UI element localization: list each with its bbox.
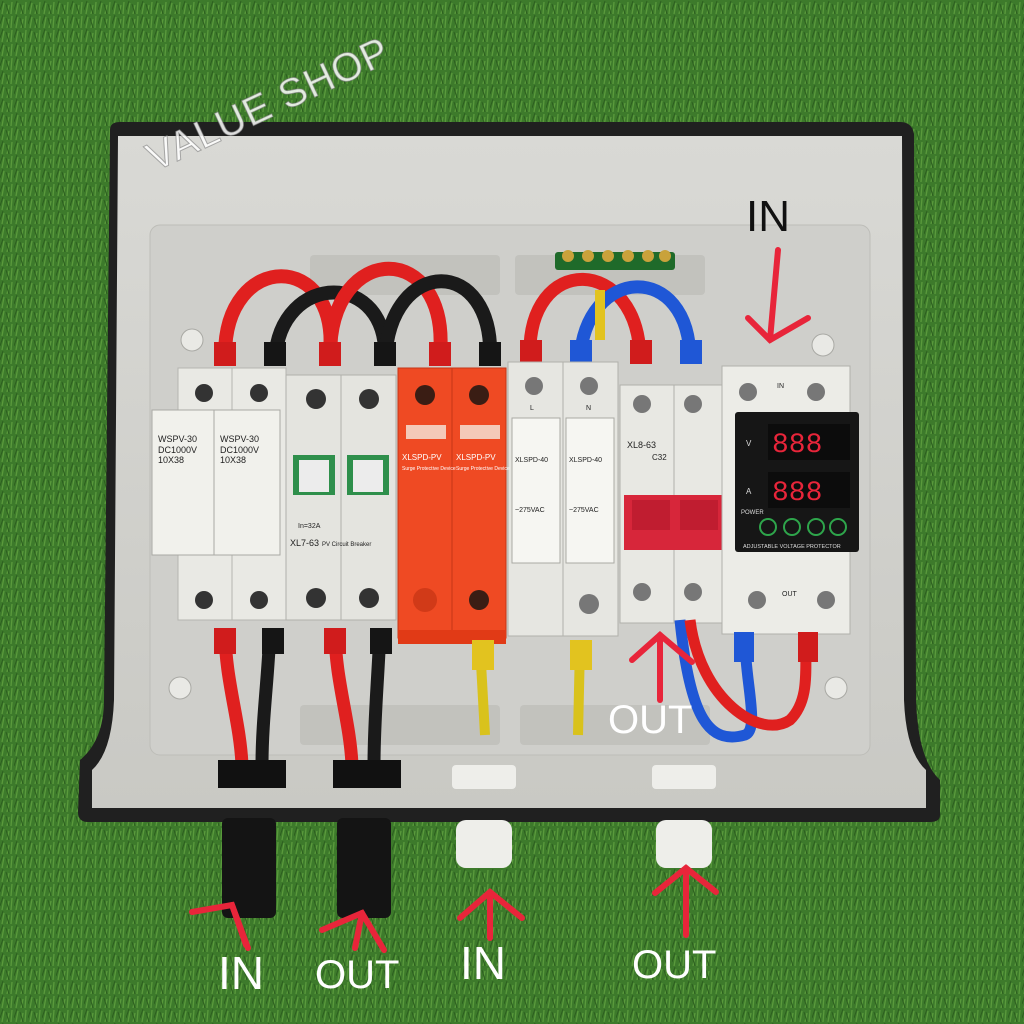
protector-power-label: POWER <box>741 510 764 516</box>
ac-spd-model-1: XLSPD-40 <box>515 457 548 464</box>
fuse-size-2: 10X38 <box>220 455 246 465</box>
arrow-in-bottom-mid <box>457 888 525 941</box>
protector-digits-top: 888 <box>772 430 822 461</box>
bottom-rail-2 <box>520 705 710 745</box>
fuse-size-1: 10X38 <box>158 455 184 465</box>
protector-title: ADJUSTABLE VOLTAGE PROTECTOR <box>743 544 841 550</box>
device-labels: WSPV-30 DC1000V 10X38 WSPV-30 DC1000V 10… <box>158 383 841 598</box>
pv-breaker-rating: In=32A <box>298 523 321 530</box>
cable-glands <box>452 765 716 868</box>
voltage-protector <box>721 365 859 635</box>
busbar-screws <box>562 250 671 262</box>
protector-terminal-in: IN <box>777 383 784 390</box>
arrow-in-bottom-left <box>189 901 251 951</box>
fuse-label-1: WSPV-30 <box>158 434 197 444</box>
wire-blue-top <box>573 280 697 361</box>
label-in-bottom-mid: IN <box>460 937 506 989</box>
wire-blue-bottom <box>674 619 758 743</box>
ac-spd-model-2: XLSPD-40 <box>569 457 602 464</box>
pv-surge-protector <box>397 367 507 644</box>
label-out-bottom-right: OUT <box>632 943 717 987</box>
top-ferrules <box>214 340 702 366</box>
pv-fuse-holders <box>151 367 287 621</box>
bottom-ferrules <box>214 628 818 670</box>
label-out-mid: OUT <box>608 698 693 742</box>
spd-terminal-n: N <box>586 405 591 412</box>
pv-spd-type-1: Surge Protective Device <box>402 466 456 472</box>
wire-red-top-2 <box>323 261 448 356</box>
pv-connectors <box>218 760 401 918</box>
label-out-bottom-left: OUT <box>315 953 400 997</box>
protector-a-label: A <box>746 487 752 496</box>
arrow-out-mid <box>629 631 695 703</box>
enclosure-screws <box>168 328 848 700</box>
pv-spd-type-2: Surge Protective Device <box>456 466 510 472</box>
ac-spd-uc-2: ~275VAC <box>569 507 599 514</box>
wire-red-top-3 <box>523 273 647 361</box>
protector-terminal-out: OUT <box>782 591 798 598</box>
ac-spd-uc-1: ~275VAC <box>515 507 545 514</box>
arrow-in-top <box>745 247 811 344</box>
ac-breaker-model: XL8-63 <box>627 440 656 450</box>
fuse-rating-2: DC1000V <box>220 445 259 455</box>
ac-circuit-breaker <box>619 384 729 624</box>
arrow-out-bottom-left <box>319 909 387 953</box>
ac-breaker-curve: C32 <box>652 453 667 462</box>
ac-surge-protector <box>507 361 619 637</box>
bottom-rail <box>300 705 500 745</box>
protector-digits-bottom: 888 <box>772 478 822 509</box>
pv-breaker-model: XL7-63 <box>290 538 319 548</box>
wire-black-top-2 <box>378 274 498 361</box>
label-in-bottom-left: IN <box>218 947 264 999</box>
wire-black-top-1 <box>268 285 393 361</box>
wire-red-bottom-3 <box>684 619 812 731</box>
fuse-rating-1: DC1000V <box>158 445 197 455</box>
pv-spd-model-1: XLSPD-PV <box>402 453 442 462</box>
spd-terminal-l: L <box>530 405 534 412</box>
pv-circuit-breaker <box>285 374 397 621</box>
label-in-top: IN <box>746 192 790 241</box>
pv-spd-model-2: XLSPD-PV <box>456 453 496 462</box>
arrow-out-bottom-right <box>652 864 719 938</box>
pv-breaker-type: PV Circuit Breaker <box>322 542 371 548</box>
protector-v-label: V <box>746 439 752 448</box>
fuse-label-2: WSPV-30 <box>220 434 259 444</box>
